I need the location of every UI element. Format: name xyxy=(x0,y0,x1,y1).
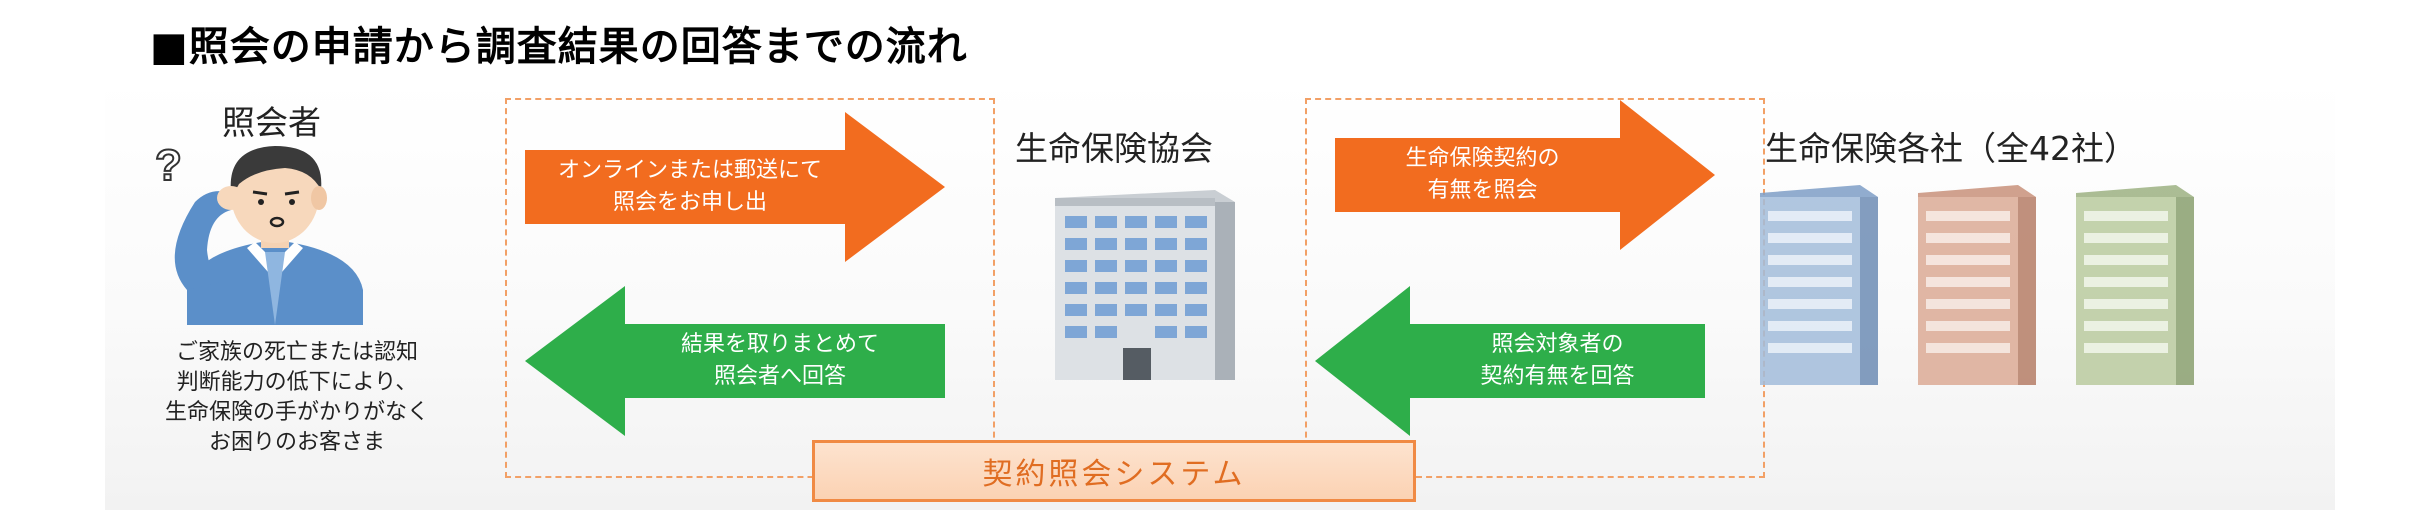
result-arrow: 結果を取りまとめて 照会者へ回答 xyxy=(525,286,945,436)
association-label: 生命保険協会 xyxy=(1015,129,1213,168)
svg-text:?: ? xyxy=(155,141,182,190)
requester-label: 照会者 xyxy=(222,103,321,142)
page-title: ■照会の申請から調査結果の回答までの流れ xyxy=(150,24,968,70)
left-flow-box xyxy=(505,98,995,478)
office-building-icon xyxy=(1035,180,1240,384)
confused-person-icon: ? xyxy=(135,140,415,329)
requester-caption: ご家族の死亡または認知 判断能力の低下により、 生命保険の手がかりがなく お困り… xyxy=(164,340,429,455)
contract-inquiry-system-box: 契約照会システム xyxy=(812,440,1416,502)
inquire-arrow: 生命保険契約の 有無を照会 xyxy=(1335,100,1715,250)
companies-label: 生命保険各社（全42社） xyxy=(1765,129,2137,168)
company-buildings-icon xyxy=(1750,175,2220,399)
apply-arrow: オンラインまたは郵送にて 照会をお申し出 xyxy=(525,112,945,262)
reply-arrow: 照会対象者の 契約有無を回答 xyxy=(1315,286,1705,436)
